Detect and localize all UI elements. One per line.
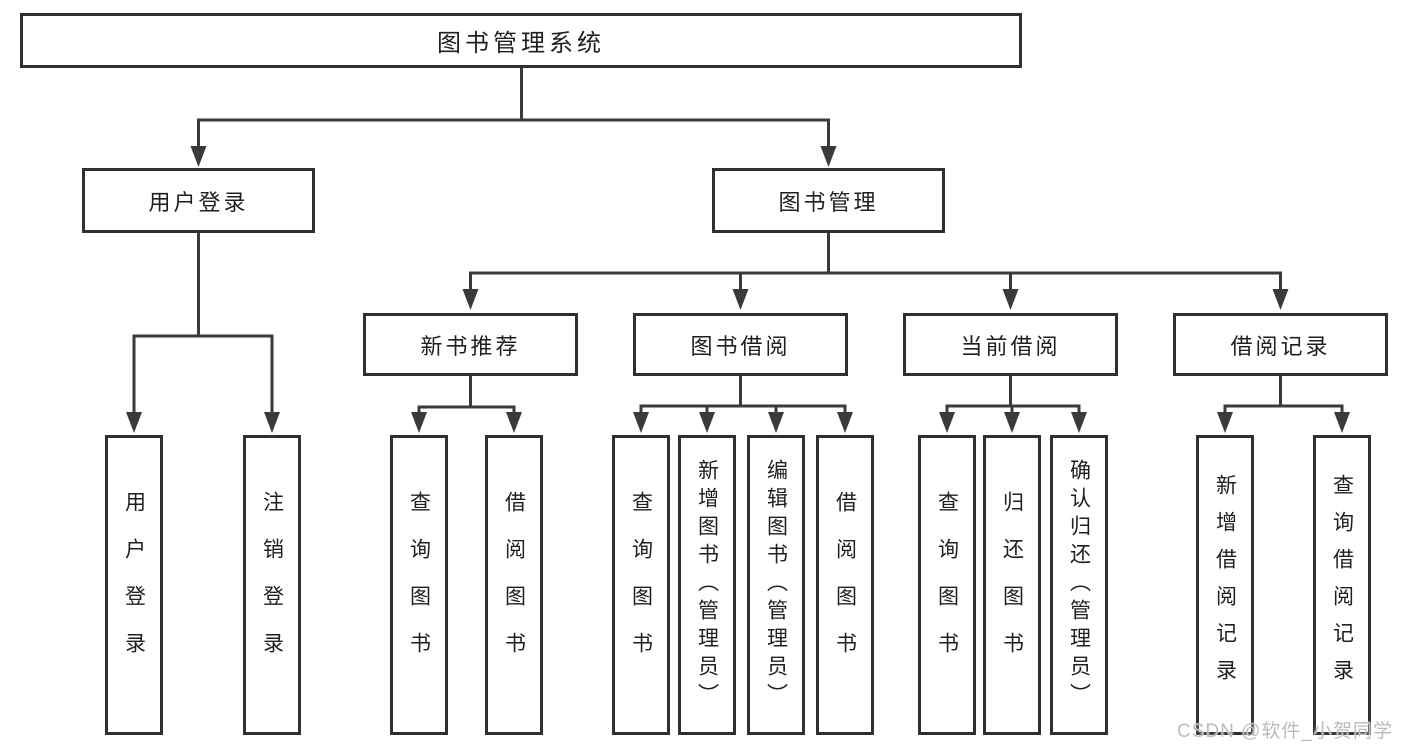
node-book-borrowing: 图书借阅 bbox=[633, 313, 848, 376]
node-label: 图书管理 bbox=[778, 189, 879, 215]
node-label: 当前借阅 bbox=[960, 333, 1061, 359]
leaf-label: 查询借阅记录 bbox=[1330, 474, 1354, 696]
leaf-label: 注销登录 bbox=[260, 491, 284, 679]
leaf-confirm-return-admin: 确认归还（管理员） bbox=[1050, 435, 1108, 735]
node-label: 图书管理系统 bbox=[437, 30, 605, 57]
leaf-add-borrow-record: 新增借阅记录 bbox=[1196, 435, 1254, 735]
node-book-management-branch: 图书管理 bbox=[712, 168, 945, 233]
leaf-label: 借阅图书 bbox=[502, 491, 526, 679]
leaf-label: 新增图书（管理员） bbox=[695, 459, 719, 711]
leaf-label: 新增借阅记录 bbox=[1213, 474, 1237, 696]
leaf-label: 归还图书 bbox=[1000, 491, 1024, 679]
leaf-label: 编辑图书（管理员） bbox=[764, 459, 788, 711]
leaf-borrow-books-recommend: 借阅图书 bbox=[485, 435, 543, 735]
leaf-logout: 注销登录 bbox=[243, 435, 301, 735]
leaf-add-books-admin: 新增图书（管理员） bbox=[678, 435, 736, 735]
node-user-login-branch: 用户登录 bbox=[82, 168, 315, 233]
leaf-label: 查询图书 bbox=[407, 491, 431, 679]
leaf-query-books-borrowing: 查询图书 bbox=[612, 435, 670, 735]
leaf-user-login: 用户登录 bbox=[105, 435, 163, 735]
csdn-watermark: CSDN @软件_小贺同学 bbox=[1177, 721, 1393, 742]
node-label: 用户登录 bbox=[148, 189, 249, 215]
leaf-label: 借阅图书 bbox=[833, 491, 857, 679]
node-current-borrowing: 当前借阅 bbox=[903, 313, 1118, 376]
leaf-label: 用户登录 bbox=[122, 491, 146, 679]
leaf-edit-books-admin: 编辑图书（管理员） bbox=[747, 435, 805, 735]
node-new-book-recommend: 新书推荐 bbox=[363, 313, 578, 376]
node-label: 图书借阅 bbox=[690, 333, 791, 359]
leaf-label: 查询图书 bbox=[935, 491, 959, 679]
leaf-query-borrow-record: 查询借阅记录 bbox=[1313, 435, 1371, 735]
leaf-query-books-current: 查询图书 bbox=[918, 435, 976, 735]
leaf-borrow-books: 借阅图书 bbox=[816, 435, 874, 735]
node-label: 新书推荐 bbox=[420, 333, 521, 359]
leaf-label: 查询图书 bbox=[629, 491, 653, 679]
leaf-label: 确认归还（管理员） bbox=[1067, 459, 1091, 711]
node-library-management-system: 图书管理系统 bbox=[20, 13, 1022, 68]
leaf-query-books-recommend: 查询图书 bbox=[390, 435, 448, 735]
node-label: 借阅记录 bbox=[1230, 333, 1331, 359]
leaf-return-books: 归还图书 bbox=[983, 435, 1041, 735]
node-borrowing-records: 借阅记录 bbox=[1173, 313, 1388, 376]
